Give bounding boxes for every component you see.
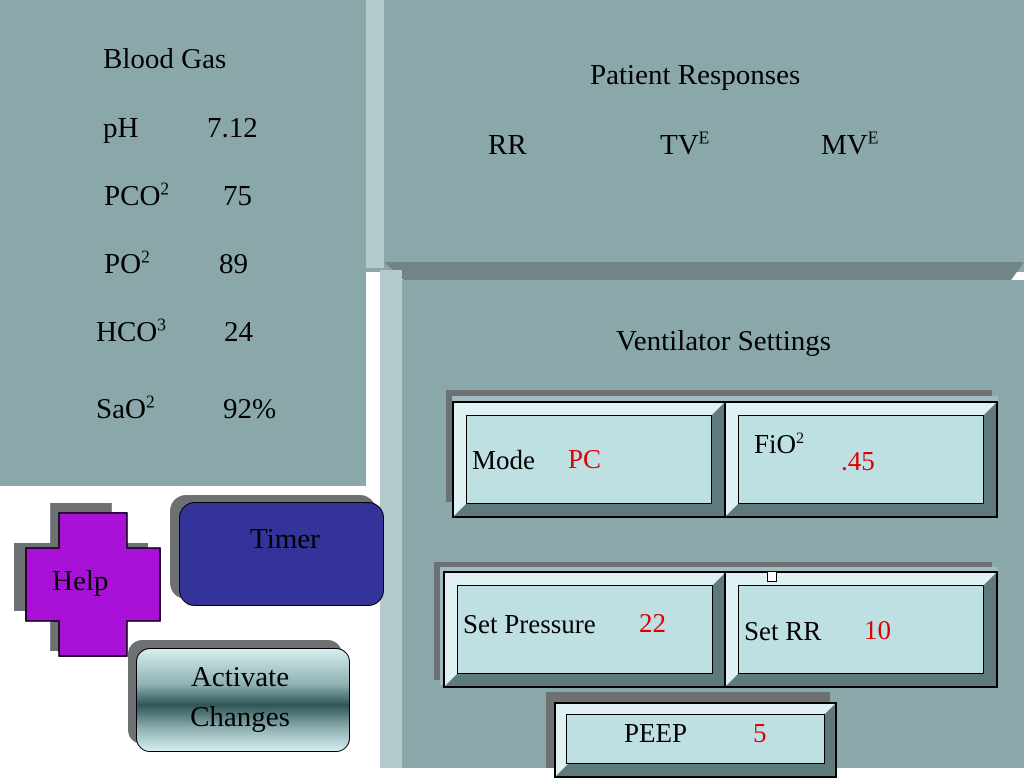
set-rr-label: Set RR xyxy=(744,616,822,646)
sao2-value: 92% xyxy=(223,393,277,425)
blood-gas-title: Blood Gas xyxy=(103,43,227,75)
panel-bevel xyxy=(366,0,384,268)
mv-label: MVE xyxy=(821,127,879,161)
timer-button[interactable]: Timer xyxy=(179,502,384,606)
tv-label: TVE xyxy=(660,127,710,161)
blood-gas-panel: Blood Gas pH 7.12 PCO2 75 PO2 89 HCO3 24… xyxy=(0,0,366,486)
ph-value: 7.12 xyxy=(207,112,258,144)
set-rr-box[interactable]: Set RR 10 xyxy=(724,571,998,688)
set-pressure-label: Set Pressure xyxy=(463,609,596,639)
mode-label: Mode xyxy=(472,445,535,475)
ph-label: pH xyxy=(103,112,139,144)
mode-value: PC xyxy=(568,444,602,474)
set-rr-value: 10 xyxy=(864,615,891,645)
pco2-value: 75 xyxy=(223,180,252,212)
hco3-label: HCO3 xyxy=(96,314,166,348)
set-pressure-value: 22 xyxy=(639,608,666,638)
peep-box[interactable]: PEEP 5 xyxy=(554,702,837,778)
ventilator-settings-title: Ventilator Settings xyxy=(616,325,832,357)
peep-value: 5 xyxy=(753,718,767,748)
mode-box[interactable]: Mode PC xyxy=(452,401,726,518)
peep-label: PEEP xyxy=(624,718,688,748)
ventilator-panel-left-bevel xyxy=(380,270,402,768)
activate-label-line1: Activate xyxy=(190,661,290,693)
patient-responses-title: Patient Responses xyxy=(590,59,801,91)
po2-value: 89 xyxy=(219,248,248,280)
fio2-label: FiO2 xyxy=(754,429,805,459)
timer-label: Timer xyxy=(250,523,320,555)
pco2-label: PCO2 xyxy=(104,178,170,212)
po2-label: PO2 xyxy=(104,246,150,280)
ventilator-panel-top-bevel xyxy=(384,262,1024,280)
set-pressure-box[interactable]: Set Pressure 22 xyxy=(443,571,727,688)
fio2-box[interactable]: FiO2 .45 xyxy=(724,401,998,518)
activate-changes-button[interactable]: Activate Changes xyxy=(136,648,350,752)
activate-label-line2: Changes xyxy=(190,701,290,733)
fio2-value: .45 xyxy=(841,446,875,476)
hco3-value: 24 xyxy=(224,316,253,348)
resize-handle xyxy=(767,571,777,582)
rr-label: RR xyxy=(488,129,527,161)
help-label: Help xyxy=(52,565,109,597)
patient-responses-inner: Patient Responses RR TVE MVE xyxy=(384,0,1024,264)
sao2-label: SaO2 xyxy=(96,391,155,425)
help-button[interactable]: Help xyxy=(25,512,161,657)
